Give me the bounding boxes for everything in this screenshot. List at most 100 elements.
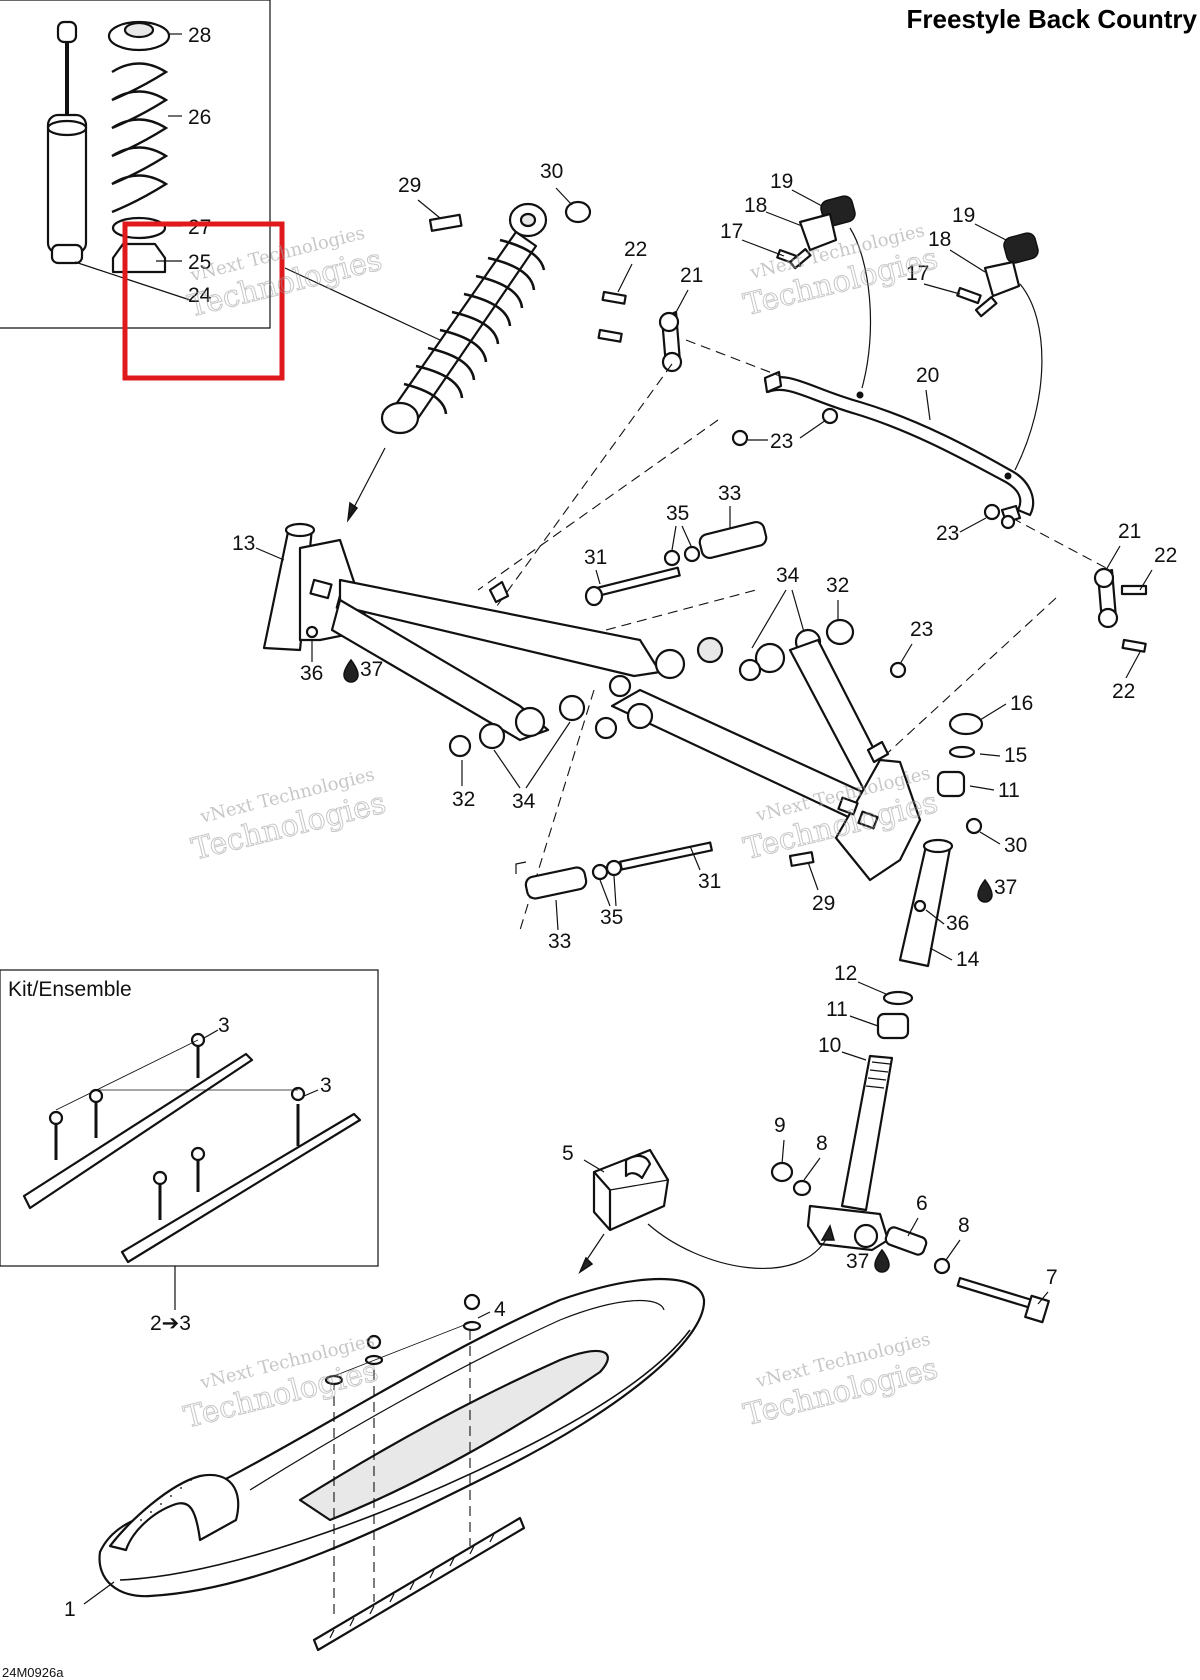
nut-4	[463, 1293, 481, 1311]
callout-32-top: 32	[826, 574, 849, 597]
kit-label: Kit/Ensemble	[8, 978, 132, 1001]
callout-30-top: 30	[540, 160, 563, 183]
grease-fitting-36-left	[305, 625, 319, 639]
bolts-17	[776, 248, 998, 318]
callout-30-right: 30	[1004, 834, 1027, 857]
oil-drop-icon	[343, 658, 359, 683]
callout-10: 10	[818, 1034, 841, 1057]
bracket-18-right	[983, 260, 1021, 298]
callout-19-left: 19	[770, 170, 793, 193]
shaft-33-lower	[524, 841, 713, 900]
sleeve-6	[884, 1226, 928, 1256]
ski-1	[98, 1277, 706, 1598]
washer-8-lower	[933, 1257, 951, 1275]
callout-3-first: 3	[218, 1014, 230, 1037]
watermark-mid-left: vNext Technologies Technologies	[188, 764, 390, 868]
callout-6: 6	[916, 1192, 928, 1215]
callout-36-right: 36	[946, 912, 969, 935]
runners-kit	[22, 1032, 362, 1264]
callout-12: 12	[834, 962, 857, 985]
ring-12	[882, 990, 914, 1006]
bracket-18-left	[798, 212, 838, 252]
oil-drop-icon-lower	[874, 1248, 890, 1273]
shock-absorber	[380, 200, 592, 435]
callout-24: 24	[188, 284, 212, 307]
callout-5: 5	[562, 1142, 574, 1165]
watermark-top-right: vNext Technologies Technologies	[740, 220, 942, 323]
callout-16: 16	[1010, 692, 1033, 715]
callout-7: 7	[1046, 1266, 1058, 1289]
drawing-code: 24M0926a	[2, 1665, 64, 1680]
callout-31-lower: 31	[698, 870, 721, 893]
callout-8-lower: 8	[958, 1214, 970, 1237]
callout-35-lower: 35	[600, 906, 623, 929]
diagram-title: Freestyle Back Country	[907, 4, 1198, 34]
kit-reference: 2➔3	[150, 1312, 191, 1335]
runner-strip	[312, 1516, 526, 1652]
spring-inset	[107, 20, 171, 274]
callout-4: 4	[494, 1298, 506, 1321]
callout-28: 28	[188, 24, 211, 47]
lower-a-arm-14	[610, 638, 954, 968]
callout-22-right: 22	[1154, 544, 1177, 567]
callout-18-right: 18	[928, 228, 951, 251]
callout-22-top: 22	[624, 238, 647, 261]
upper-a-arm-13	[262, 522, 662, 742]
callout-33-lower: 33	[548, 930, 571, 953]
highlight-box	[122, 221, 285, 381]
kit-frame	[0, 969, 379, 1267]
link-rod-21-right	[1093, 567, 1148, 653]
callout-37-lower: 37	[846, 1250, 869, 1273]
watermark-low-right: vNext Technologies Technologies	[740, 1329, 942, 1434]
callout-1: 1	[64, 1598, 76, 1621]
bushings-lower	[448, 694, 654, 758]
callout-29-lower: 29	[812, 892, 835, 915]
callout-11-top: 11	[998, 779, 1020, 802]
bushing-11-top	[936, 770, 966, 798]
callout-15: 15	[1004, 744, 1027, 767]
callout-26: 26	[188, 106, 211, 129]
bushing-19-right	[1003, 232, 1039, 264]
ring-15	[948, 745, 976, 759]
callout-23-top: 23	[770, 430, 793, 453]
bolt-7	[956, 1276, 1050, 1324]
callout-34-left: 34	[512, 790, 536, 813]
callout-37-right: 37	[994, 876, 1017, 899]
callout-23-right: 23	[936, 522, 959, 545]
callout-14: 14	[956, 948, 980, 971]
callout-3-second: 3	[320, 1074, 332, 1097]
washer-8-upper	[792, 1179, 812, 1197]
callout-36-left: 36	[300, 662, 323, 685]
nut-23-mid	[889, 661, 907, 679]
callout-20: 20	[916, 364, 939, 387]
link-rod-21-top	[597, 290, 683, 373]
callout-32-left: 32	[452, 788, 475, 811]
oil-drop-icon-right	[977, 878, 993, 903]
cap-16	[948, 712, 984, 736]
callout-23-mid: 23	[910, 618, 933, 641]
nut-23-right	[983, 503, 1001, 521]
callout-34-top: 34	[776, 564, 800, 587]
nut-23-top	[731, 429, 749, 447]
nut-9	[770, 1161, 794, 1183]
callout-22-lowright: 22	[1112, 680, 1135, 703]
callout-27: 27	[188, 216, 211, 239]
callout-31-top: 31	[584, 546, 607, 569]
callout-29-top: 29	[398, 174, 421, 197]
callout-21-right: 21	[1118, 520, 1141, 543]
callout-13: 13	[232, 532, 255, 555]
callout-11-lower: 11	[826, 998, 848, 1021]
callout-8-upper: 8	[816, 1132, 828, 1155]
stabilizer-bar	[763, 370, 1035, 524]
shock-inset-frame	[0, 0, 271, 329]
bushing-11-lower	[876, 1012, 910, 1040]
callout-33-top: 33	[718, 482, 741, 505]
callout-17-left: 17	[720, 220, 743, 243]
callout-25: 25	[188, 251, 211, 274]
block-5	[592, 1148, 670, 1232]
shock-absorber-inset	[46, 20, 191, 301]
callout-35-top: 35	[666, 502, 689, 525]
callout-19-right: 19	[952, 204, 975, 227]
callout-21-top: 21	[680, 264, 703, 287]
